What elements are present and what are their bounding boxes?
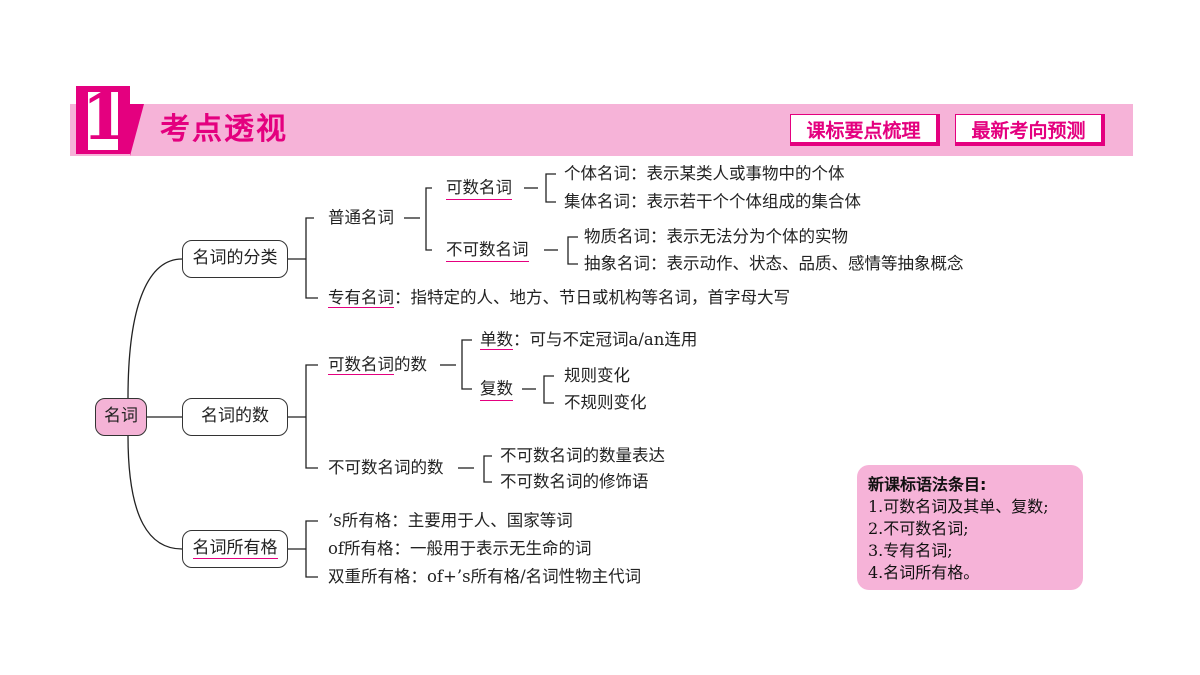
singular-desc: ：可与不定冠词a/an连用: [513, 330, 698, 349]
regular-change-item: 规则变化: [564, 366, 630, 385]
note-line-2: 2.不可数名词;: [868, 519, 969, 538]
of-possessive-item: of所有格：一般用于表示无生命的词: [328, 539, 592, 558]
mindmap-root-node: 名词: [95, 398, 147, 436]
tag-curriculum-points[interactable]: 课标要点梳理: [790, 114, 940, 146]
section-title: 考点透视: [160, 112, 288, 147]
individual-noun-item: 个体名词：表示某类人或事物中的个体: [564, 164, 845, 183]
countable-number-label: 可数名词: [328, 355, 394, 375]
proper-noun-label: 专有名词: [328, 288, 394, 308]
uncountable-modifier-item: 不可数名词的修饰语: [500, 472, 649, 491]
branch-classification: 名词的分类: [182, 240, 288, 278]
proper-noun-desc: ：指特定的人、地方、节日或机构等名词，首字母大写: [394, 288, 790, 307]
note-line-3: 3.专有名词;: [868, 541, 953, 560]
note-title: 新课标语法条目:: [868, 475, 987, 494]
s-possessive-item: ’s所有格：主要用于人、国家等词: [328, 511, 573, 530]
note-line-1: 1.可数名词及其单、复数;: [868, 497, 1049, 516]
abstract-noun-item: 抽象名词：表示动作、状态、品质、感情等抽象概念: [584, 254, 964, 273]
common-noun-label: 普通名词: [328, 208, 394, 227]
irregular-change-item: 不规则变化: [564, 393, 647, 412]
countable-number-suffix: 的数: [394, 355, 427, 374]
curriculum-note-box: [857, 465, 1083, 590]
double-possessive-item: 双重所有格：of+’s所有格/名词性物主代词: [328, 567, 642, 586]
branch-number: 名词的数: [182, 398, 288, 436]
countable-number-row: 可数名词的数: [328, 353, 427, 377]
section-number-badge-inner: [88, 92, 118, 150]
section-number: 1: [81, 80, 127, 155]
note-line-4: 4.名词所有格。: [868, 563, 980, 582]
uncountable-number-label: 不可数名词的数: [328, 458, 444, 477]
singular-label: 单数: [480, 330, 513, 350]
branch-possessive: 名词所有格: [182, 530, 288, 568]
singular-row: 单数：可与不定冠词a/an连用: [480, 328, 697, 352]
tag-latest-trends[interactable]: 最新考向预测: [955, 114, 1105, 146]
branch-possessive-label: 名词所有格: [192, 538, 278, 559]
plural-label: 复数: [480, 377, 513, 401]
collective-noun-item: 集体名词：表示若干个个体组成的集合体: [564, 192, 861, 211]
uncountable-quantity-item: 不可数名词的数量表达: [500, 446, 665, 465]
material-noun-item: 物质名词：表示无法分为个体的实物: [584, 227, 848, 246]
proper-noun-row: 专有名词：指特定的人、地方、节日或机构等名词，首字母大写: [328, 286, 790, 310]
section-number-wedge: [130, 104, 144, 156]
uncountable-noun-label: 不可数名词: [446, 238, 529, 262]
countable-noun-label: 可数名词: [446, 176, 512, 200]
